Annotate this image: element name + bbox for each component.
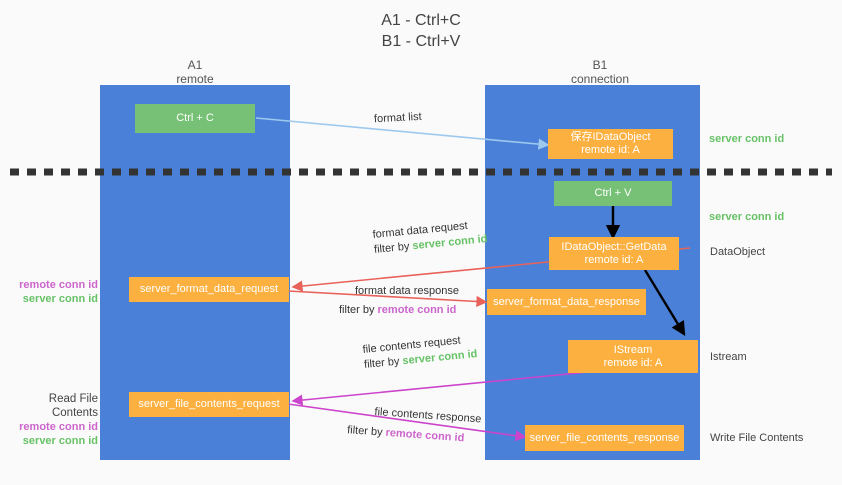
- caption-file-contents-request: file contents request filter by server c…: [362, 332, 478, 373]
- box-server-file-contents-response-label: server_file_contents_response: [529, 431, 680, 444]
- box-save-idataobject[interactable]: 保存IDataObject remote id: A: [548, 129, 673, 159]
- box-server-format-data-response[interactable]: server_format_data_response: [487, 289, 646, 315]
- box-istream-line1: IStream: [613, 343, 653, 356]
- right-annotation-write-file-contents: Write File Contents: [710, 432, 804, 444]
- caption-file-contents-response-line1: file contents response: [374, 405, 482, 426]
- right-annotation-server-conn-id-top: server conn id: [709, 133, 785, 145]
- left-annotation-1-server-conn-id: server conn id: [22, 293, 98, 305]
- right-annotation-istream: Istream: [710, 351, 747, 363]
- box-server-format-data-response-label: server_format_data_response: [493, 295, 640, 308]
- column-header-b1-name: B1: [592, 58, 608, 72]
- caption-file-contents-response-filter-key: remote conn id: [385, 426, 465, 445]
- box-server-file-contents-response[interactable]: server_file_contents_response: [525, 425, 684, 451]
- box-idataobject-getdata[interactable]: IDataObject::GetData remote id: A: [549, 237, 679, 270]
- column-header-b1-sub: connection: [570, 72, 630, 86]
- column-header-a1-name: A1: [187, 58, 203, 72]
- left-annotation-2-server-conn-id: server conn id: [22, 435, 98, 447]
- caption-format-data-response: format data response filter by remote co…: [339, 284, 459, 318]
- caption-file-contents-response-filter-prefix: filter by: [346, 424, 387, 439]
- column-header-b1: B1 connection: [525, 58, 675, 86]
- right-annotation-server-conn-id-mid: server conn id: [709, 211, 785, 223]
- box-ctrl-v-label: Ctrl + V: [594, 187, 632, 199]
- box-istream[interactable]: IStream remote id: A: [568, 340, 698, 373]
- box-istream-line2: remote id: A: [603, 356, 663, 369]
- box-ctrl-c-label: Ctrl + C: [176, 112, 214, 124]
- caption-format-list: format list: [374, 110, 422, 127]
- title-line-2: B1 - Ctrl+V: [381, 33, 461, 50]
- caption-format-data-request-filter-prefix: filter by: [373, 240, 414, 256]
- caption-format-list-text: format list: [373, 110, 422, 126]
- box-save-idataobject-line1: 保存IDataObject: [570, 131, 651, 143]
- box-idataobject-getdata-line2: remote id: A: [584, 253, 644, 266]
- box-server-file-contents-request[interactable]: server_file_contents_request: [129, 392, 289, 417]
- left-annotation-group-1: remote conn id server conn id: [8, 278, 98, 306]
- title-line-1: A1 - Ctrl+C: [381, 12, 461, 29]
- column-header-a1-sub: remote: [176, 72, 214, 86]
- caption-file-contents-response: file contents response filter by remote …: [347, 405, 482, 447]
- box-ctrl-c[interactable]: Ctrl + C: [135, 104, 255, 133]
- caption-format-data-response-filter-key: remote conn id: [377, 304, 457, 316]
- left-annotation-1-remote-conn-id: remote conn id: [19, 279, 98, 291]
- caption-format-data-request: format data request filter by server con…: [372, 217, 488, 258]
- caption-file-contents-response-filter: filter by remote conn id: [347, 423, 481, 447]
- left-annotation-2-remote-conn-id: remote conn id: [19, 421, 98, 433]
- caption-format-data-response-line1: format data response: [355, 285, 459, 297]
- box-save-idataobject-line2: remote id: A: [581, 144, 640, 156]
- caption-format-data-response-filter: filter by remote conn id: [339, 303, 459, 318]
- caption-file-contents-request-filter-prefix: filter by: [363, 355, 404, 371]
- right-annotation-dataobject: DataObject: [710, 246, 766, 258]
- page-title: A1 - Ctrl+C B1 - Ctrl+V: [0, 10, 842, 52]
- left-annotation-group-2: Read File Contents remote conn id server…: [4, 392, 98, 448]
- box-idataobject-getdata-line1: IDataObject::GetData: [561, 240, 667, 253]
- left-annotation-read-file-contents: Read File Contents: [48, 393, 98, 419]
- column-header-a1: A1 remote: [125, 58, 265, 86]
- box-ctrl-v[interactable]: Ctrl + V: [554, 181, 672, 206]
- box-server-file-contents-request-label: server_file_contents_request: [138, 398, 280, 410]
- caption-format-data-response-filter-prefix: filter by: [339, 304, 378, 316]
- box-server-format-data-request-label: server_format_data_request: [139, 283, 279, 295]
- box-server-format-data-request[interactable]: server_format_data_request: [129, 277, 289, 302]
